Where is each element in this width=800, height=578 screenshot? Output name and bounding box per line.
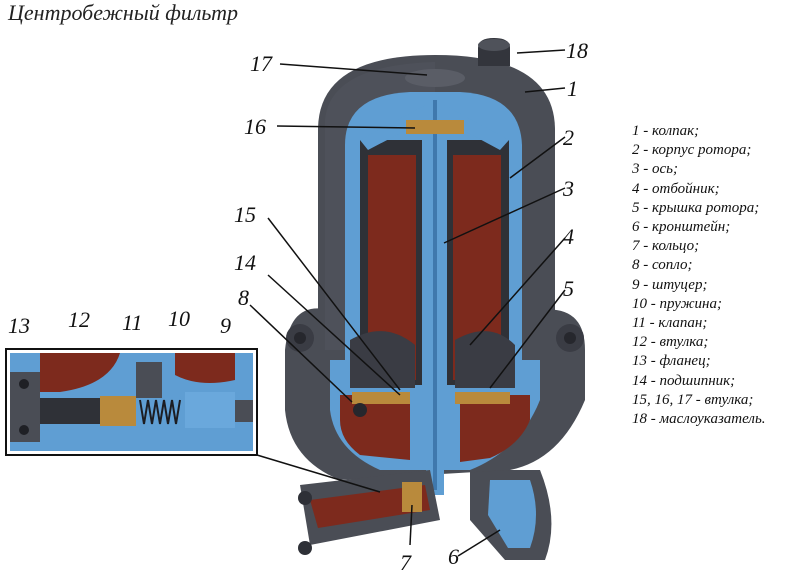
callout-12: 12 — [68, 307, 90, 332]
callout-8: 8 — [238, 285, 249, 310]
callout-6: 6 — [448, 544, 459, 569]
diagram-title: Центробежный фильтр — [8, 0, 239, 25]
inset-fitting — [185, 392, 235, 428]
callout-3: 3 — [562, 176, 574, 201]
ring — [402, 482, 422, 512]
legend-item: 6 - кронштейн; — [632, 219, 731, 236]
inset-valve — [136, 362, 162, 398]
legend-item: 14 - подшипник; — [632, 372, 736, 389]
oil-chamber-right — [460, 395, 530, 462]
callout-14: 14 — [234, 250, 256, 275]
legend-item: 18 - маслоуказатель. — [632, 411, 766, 428]
cap-top-sleeve — [405, 69, 465, 87]
callout-10: 10 — [168, 306, 190, 331]
upper-bushing — [406, 120, 464, 134]
bracket-section — [488, 480, 536, 548]
leader-lines — [249, 49, 566, 557]
legend-item: 12 - втулка; — [632, 334, 709, 351]
inset-channel — [40, 398, 100, 424]
callout-9: 9 — [220, 313, 231, 338]
legend-item: 13 - фланец; — [632, 353, 711, 370]
callout-11: 11 — [122, 310, 142, 335]
callout-15: 15 — [234, 202, 256, 227]
inlet-bolt-top — [298, 491, 312, 505]
inset-connector-line — [256, 454, 381, 493]
legend-item: 4 - отбойник; — [632, 180, 720, 197]
inset-bushing — [100, 396, 136, 426]
inset-oil-upper-right — [175, 353, 235, 384]
legend-item: 5 - крышка ротора; — [632, 199, 760, 216]
callout-4: 4 — [563, 224, 574, 249]
callout-13: 13 — [8, 313, 30, 338]
callout-5: 5 — [563, 276, 574, 301]
inset-spring — [139, 399, 181, 425]
lower-bearing-right — [455, 392, 510, 404]
legend-item: 3 - ось; — [632, 161, 678, 178]
legend-item: 1 - колпак; — [632, 123, 700, 139]
legend-item: 7 - кольцо; — [632, 238, 700, 255]
parts-legend: 1 - колпак; 2 - корпус ротора; 3 - ось; … — [632, 122, 766, 429]
callout-17: 17 — [250, 51, 273, 76]
lower-bearing-left — [352, 392, 410, 404]
legend-item: 2 - корпус ротора; — [632, 142, 752, 159]
inset-oil-upper — [40, 353, 120, 392]
callout-2: 2 — [563, 125, 574, 150]
legend-item: 10 - пружина; — [632, 295, 722, 312]
callout-18: 18 — [566, 38, 588, 63]
legend-item: 15, 16, 17 - втулка; — [632, 391, 754, 408]
callout-1: 1 — [567, 76, 578, 101]
rotor-cover — [455, 331, 515, 388]
inlet-bolt-bottom — [298, 541, 312, 555]
nozzle — [353, 403, 367, 417]
callout-16: 16 — [244, 114, 266, 139]
inlet-pipe-channel — [310, 485, 430, 528]
legend-item: 8 - сопло; — [632, 257, 693, 274]
callout-7: 7 — [400, 550, 412, 575]
legend-item: 11 - клапан; — [632, 315, 708, 332]
legend-item: 9 - штуцер; — [632, 276, 708, 293]
